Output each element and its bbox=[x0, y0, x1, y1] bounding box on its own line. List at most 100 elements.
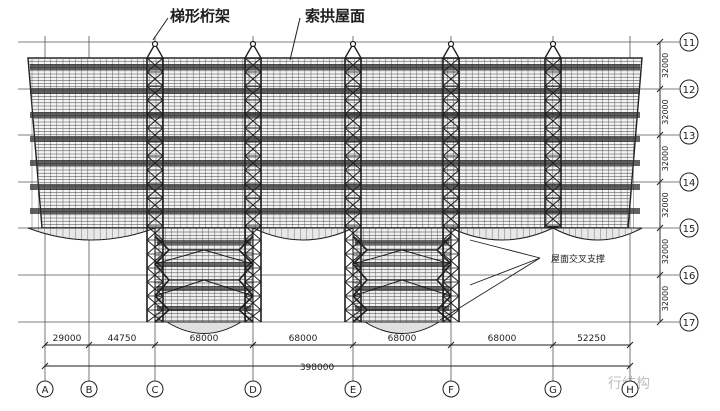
column-axis-bubble bbox=[146, 380, 164, 398]
truss-web bbox=[244, 71, 262, 87]
wing-diagonal bbox=[154, 279, 205, 297]
truss-web bbox=[146, 113, 164, 129]
column-axis-label: E bbox=[350, 385, 356, 396]
truss-web bbox=[442, 71, 460, 87]
column-axis-bubble bbox=[80, 380, 98, 398]
row-axis-label: 15 bbox=[683, 224, 696, 235]
row-axis-label: 14 bbox=[683, 178, 696, 189]
truss-web bbox=[544, 127, 562, 143]
column-axis-bubble bbox=[621, 380, 639, 398]
column-axis-bubble bbox=[442, 380, 460, 398]
truss-node bbox=[249, 40, 257, 48]
truss-web bbox=[344, 113, 362, 129]
row-axis-bubble bbox=[679, 125, 699, 145]
arch-scallop bbox=[252, 227, 354, 241]
roof-band bbox=[30, 88, 640, 94]
column-axis-bubble bbox=[244, 380, 262, 398]
column-axis-bubble bbox=[344, 380, 362, 398]
truss-web bbox=[442, 57, 460, 73]
truss-web bbox=[244, 57, 262, 73]
roof-band bbox=[30, 184, 640, 190]
truss-web bbox=[544, 71, 562, 87]
column-axis-label: H bbox=[626, 385, 634, 396]
column-axis-label: B bbox=[86, 385, 93, 396]
truss-web bbox=[244, 85, 262, 101]
dimension-tick bbox=[151, 341, 159, 349]
roof-band bbox=[30, 136, 640, 142]
truss-web bbox=[442, 309, 460, 323]
truss-web bbox=[442, 253, 460, 269]
truss-web bbox=[344, 127, 362, 143]
column-axis-label: D bbox=[249, 385, 257, 396]
truss-web bbox=[544, 141, 562, 157]
truss-node bbox=[549, 40, 557, 48]
dimension-tick bbox=[447, 341, 455, 349]
truss-web bbox=[344, 57, 362, 73]
truss-web bbox=[244, 127, 262, 143]
truss-web bbox=[544, 169, 562, 185]
truss-web bbox=[344, 155, 362, 171]
bay-dimension-label: 44750 bbox=[108, 334, 137, 344]
row-axis-bubble bbox=[679, 218, 699, 238]
truss-web bbox=[244, 267, 262, 283]
row-axis-label: 12 bbox=[683, 85, 696, 96]
truss-web bbox=[442, 141, 460, 157]
truss-web bbox=[146, 183, 164, 199]
truss-web bbox=[442, 113, 460, 129]
truss-node bbox=[349, 40, 357, 48]
wing-band bbox=[157, 286, 251, 291]
roof-band bbox=[30, 208, 640, 214]
cable-arch-roof bbox=[27, 57, 643, 334]
column-axis-bubble bbox=[36, 380, 54, 398]
truss-web bbox=[244, 141, 262, 157]
dimension-tick bbox=[549, 341, 557, 349]
truss-web bbox=[544, 155, 562, 171]
wing-band bbox=[355, 306, 449, 311]
truss-web bbox=[344, 99, 362, 115]
truss-web bbox=[544, 99, 562, 115]
truss-web bbox=[244, 99, 262, 115]
bay-dimension-label: 29000 bbox=[53, 334, 82, 344]
truss-web bbox=[344, 141, 362, 157]
bay-dimension-label: 68000 bbox=[488, 334, 517, 344]
truss-web bbox=[244, 211, 262, 227]
truss-node bbox=[151, 40, 159, 48]
row-dimension-label: 32000 bbox=[661, 286, 670, 311]
truss-web bbox=[146, 197, 164, 213]
truss-web bbox=[442, 197, 460, 213]
truss-web bbox=[544, 113, 562, 129]
bay-dimension-label: 68000 bbox=[190, 334, 219, 344]
dimension-tick bbox=[41, 362, 49, 370]
truss-web bbox=[344, 295, 362, 311]
row-axis-bubble bbox=[679, 79, 699, 99]
truss-web bbox=[442, 99, 460, 115]
bracing-leader bbox=[439, 257, 541, 321]
truss-callout-label: 梯形桁架 bbox=[170, 7, 230, 25]
row-dimension-label: 32000 bbox=[661, 192, 670, 217]
dimension-tick bbox=[249, 341, 257, 349]
row-axis-bubble bbox=[679, 312, 699, 332]
bracing-leader bbox=[469, 257, 541, 286]
truss-web bbox=[344, 85, 362, 101]
dimension-tick bbox=[626, 362, 634, 370]
row-axis-label: 17 bbox=[683, 318, 696, 329]
truss bbox=[343, 40, 363, 323]
arch-scallop bbox=[450, 227, 554, 241]
dimension-tick bbox=[626, 341, 634, 349]
wing-diagonal bbox=[154, 249, 205, 265]
truss-web bbox=[146, 169, 164, 185]
row-axis-bubble bbox=[679, 265, 699, 285]
truss-web bbox=[344, 169, 362, 185]
truss-web bbox=[244, 295, 262, 311]
wing-diagonal bbox=[203, 279, 254, 297]
truss-web bbox=[146, 309, 164, 323]
dimension-tick bbox=[85, 341, 93, 349]
truss-web bbox=[344, 197, 362, 213]
trapezoidal-trusses bbox=[145, 40, 563, 323]
truss-web bbox=[442, 225, 460, 241]
truss-web bbox=[544, 57, 562, 73]
truss-web bbox=[146, 225, 164, 241]
column-axis-label: G bbox=[549, 385, 557, 396]
